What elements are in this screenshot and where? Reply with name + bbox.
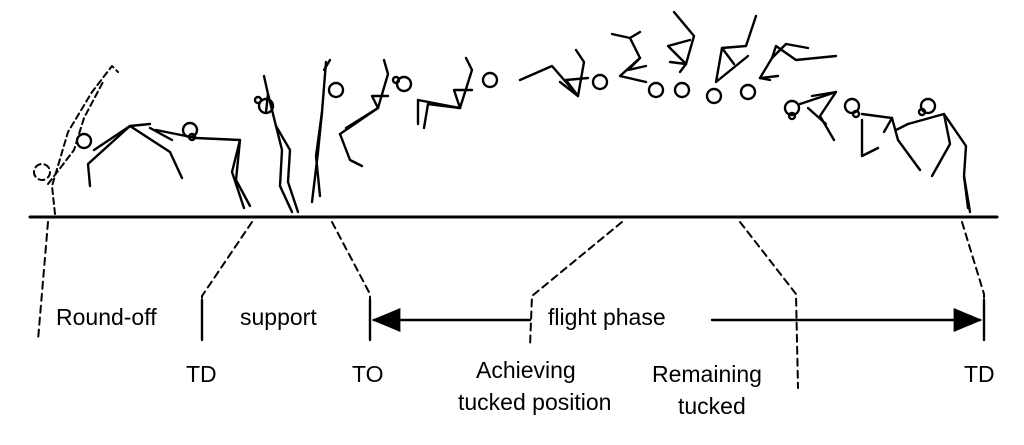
label-tucked: tucked [678, 393, 746, 419]
figure-flight-8 [783, 90, 838, 142]
leader-round-off-start [37, 221, 49, 341]
label-support: support [240, 304, 317, 330]
label-final-touch-down: TD [964, 361, 995, 387]
figure-landing [894, 97, 972, 214]
phase-leader-lines [37, 221, 985, 389]
figure-flight-2 [416, 56, 499, 130]
figure-flight-3 [518, 48, 609, 98]
label-tucked-position: tucked position [458, 389, 611, 415]
label-round-off: Round-off [56, 304, 157, 330]
leader-remaining-tucked [739, 221, 799, 389]
leader-touch-down [201, 221, 253, 339]
leader-final-touch-down [961, 221, 985, 313]
leader-take-off [331, 221, 371, 313]
figure-round-off-1 [75, 122, 184, 188]
label-touch-down: TD [186, 361, 217, 387]
figure-flight-1 [338, 58, 413, 168]
leader-achieving-tucked [529, 221, 623, 347]
figure-flight-5 [666, 10, 696, 99]
figure-flight-9 [843, 97, 922, 172]
label-take-off: TO [352, 361, 384, 387]
figure-support-1 [253, 74, 300, 214]
label-flight-phase: flight phase [548, 304, 666, 330]
label-achieving: Achieving [476, 357, 576, 383]
figure-take-off-1 [310, 58, 345, 204]
round-off-dashed-figure [33, 65, 119, 215]
figure-flight-4 [610, 30, 665, 99]
figure-round-off-2 [148, 121, 252, 210]
figure-flight-7 [739, 42, 838, 101]
figure-flight-6 [705, 14, 758, 105]
label-remaining: Remaining [652, 361, 762, 387]
